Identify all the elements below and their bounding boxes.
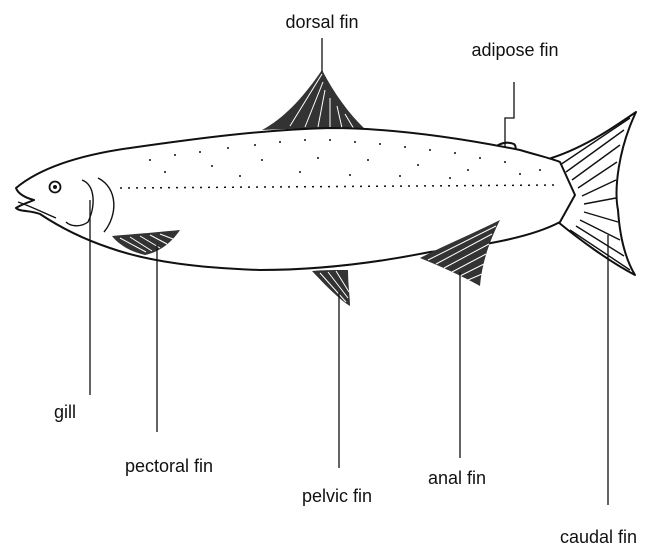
label-adipose-fin: adipose fin	[471, 40, 558, 60]
leader-adipose-fin	[505, 82, 514, 148]
label-anal-fin: anal fin	[428, 468, 486, 488]
leader-lines	[90, 38, 608, 505]
label-gill: gill	[54, 402, 76, 422]
label-caudal-fin: caudal fin	[560, 527, 637, 547]
dorsal-fin-drawing	[262, 70, 366, 130]
fish-body-drawing	[16, 128, 575, 270]
label-pectoral-fin: pectoral fin	[125, 456, 213, 476]
label-pelvic-fin: pelvic fin	[302, 486, 372, 506]
pelvic-fin-drawing	[312, 270, 350, 306]
label-dorsal-fin: dorsal fin	[285, 12, 358, 32]
